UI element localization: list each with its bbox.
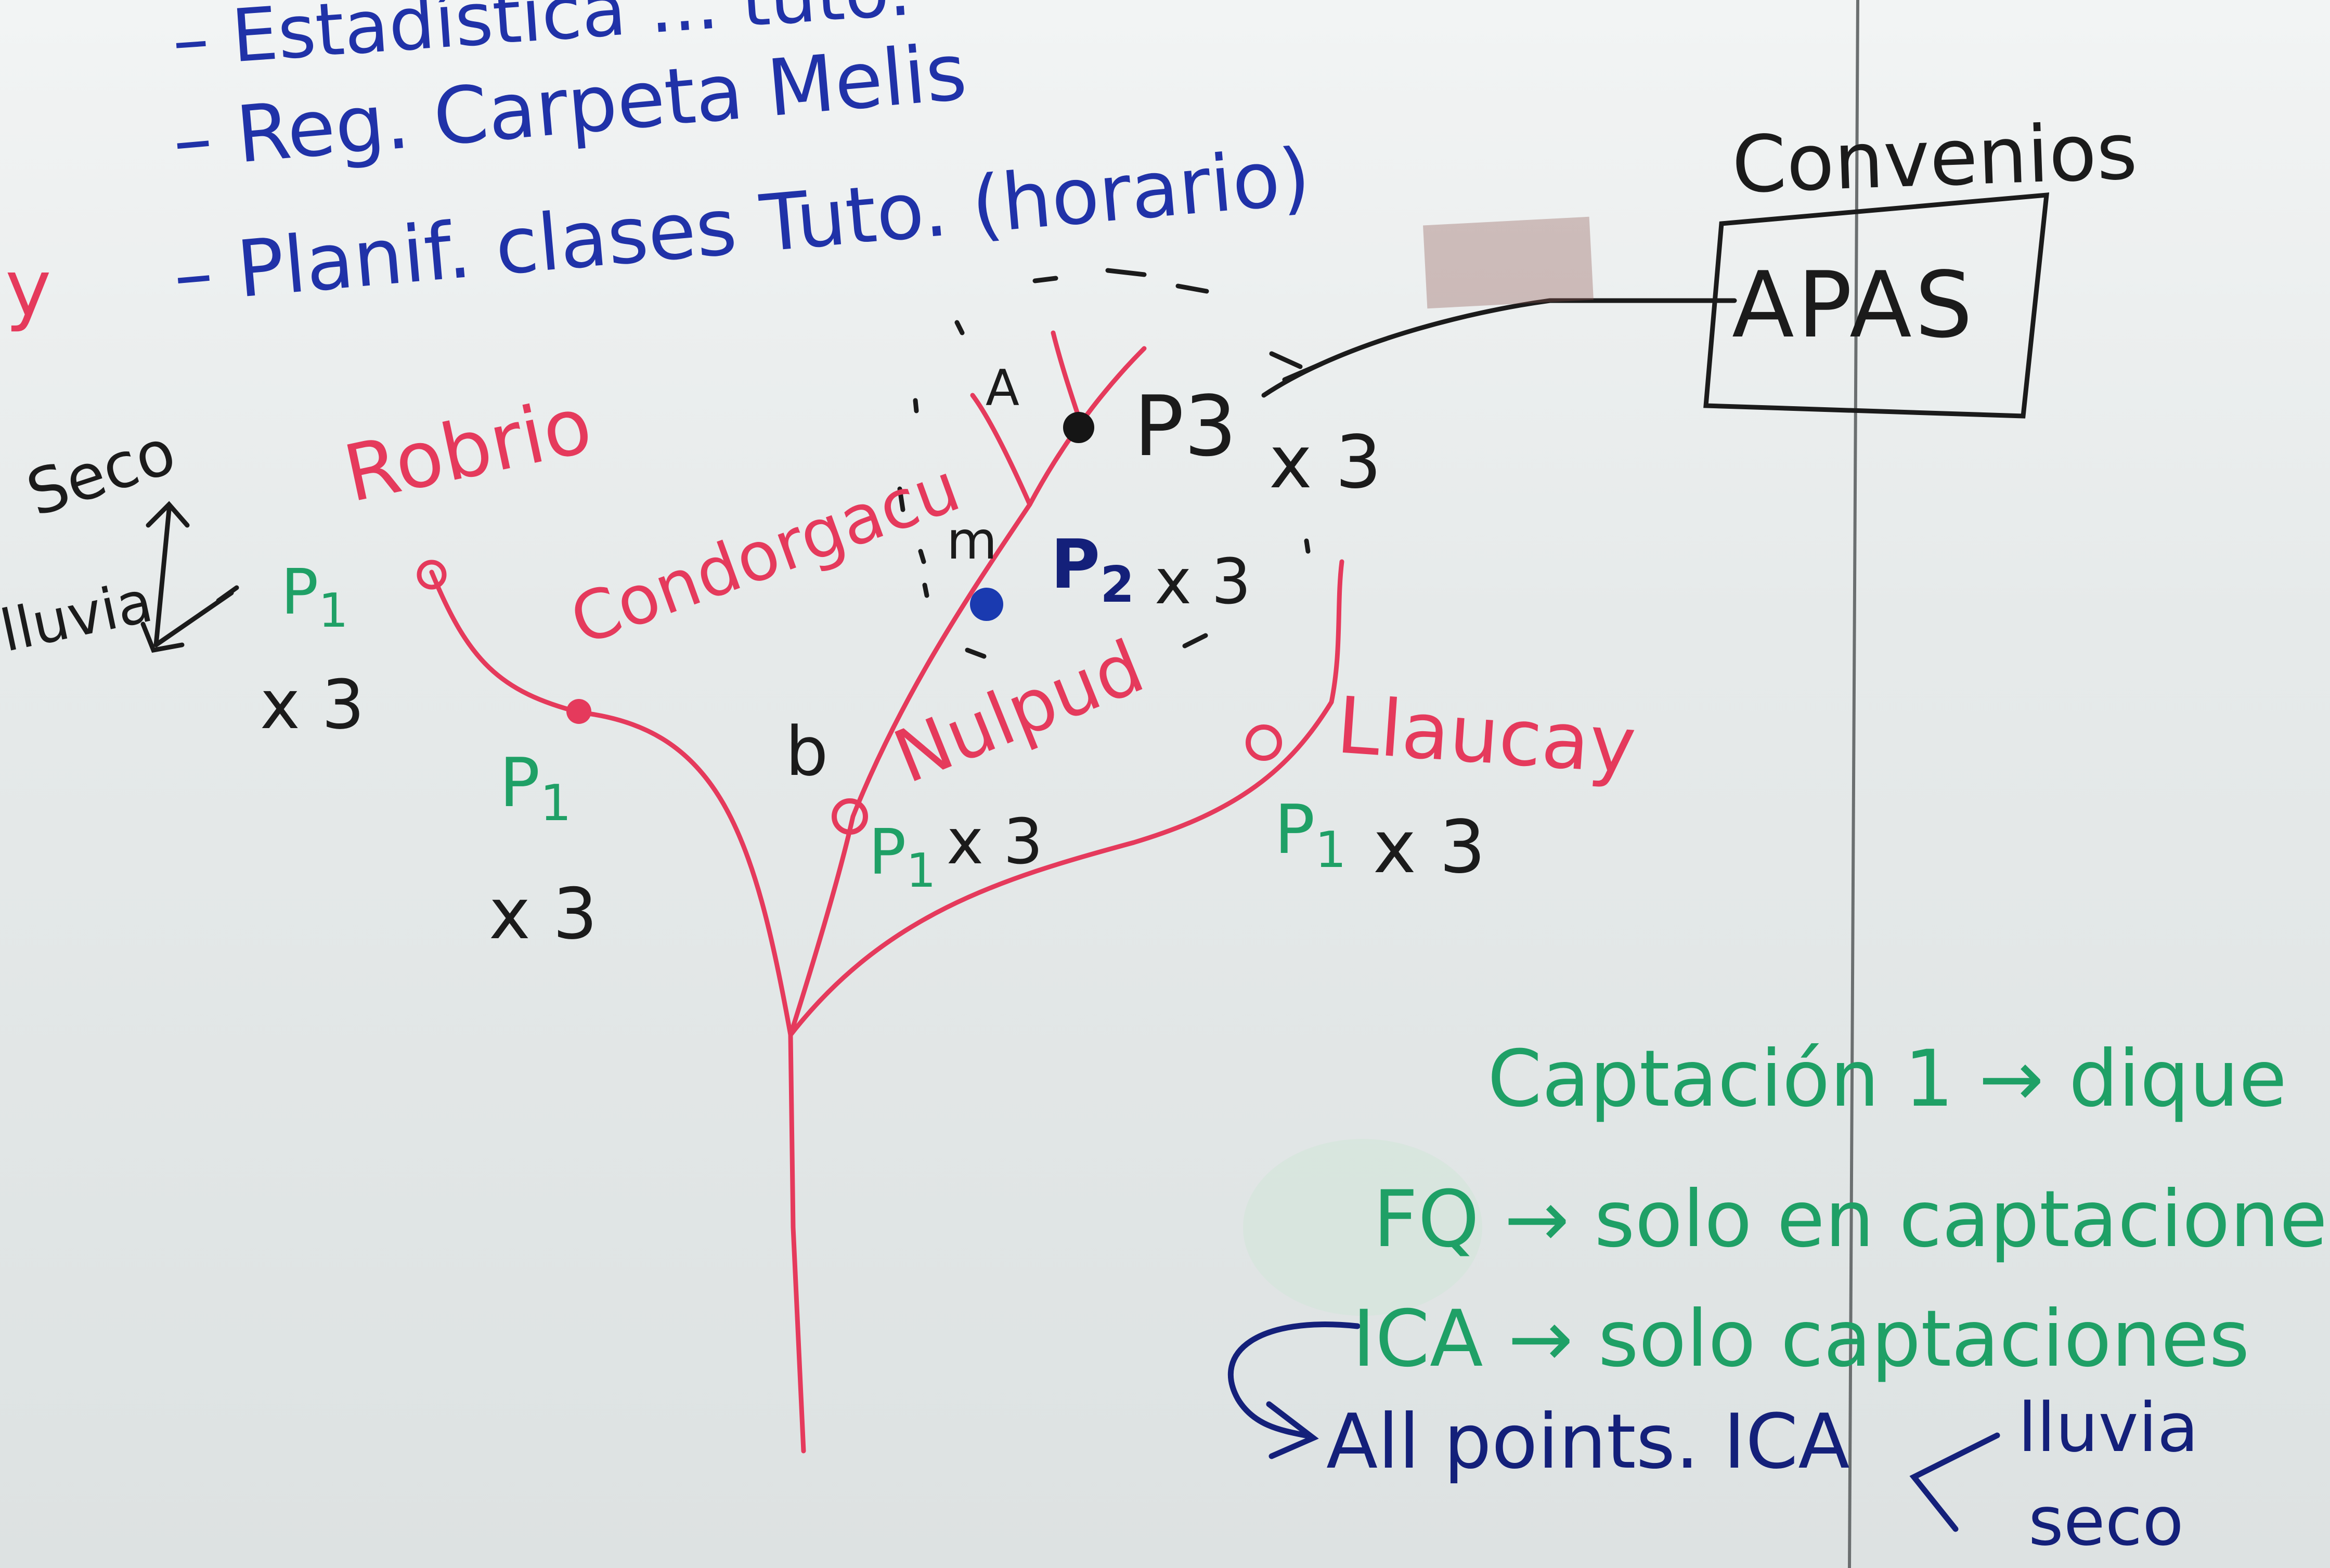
branch-a-left (970, 393, 1032, 507)
point-label-p3: P3 (1134, 378, 1237, 475)
branch-llaucay (788, 559, 1344, 1038)
todo-bullet: – (170, 227, 217, 321)
point-p3 (1063, 412, 1094, 443)
note-line-1: Captación 1 → dique (1487, 1034, 2287, 1124)
point-label-nulpud: P1 (869, 817, 936, 898)
point-mult-robrio: x 3 (260, 665, 365, 744)
point-label-condorgacu: P1 (499, 743, 572, 832)
red-margin-mark: y (5, 243, 51, 334)
apas-border (1703, 192, 2050, 419)
apas-connector (1261, 298, 1737, 398)
smudge (1243, 1139, 1482, 1316)
point-label-p2: P2 (1051, 525, 1135, 614)
point-mult-p3: x 3 (1269, 420, 1382, 505)
tape-residue (1423, 216, 1594, 309)
point-nulpud (832, 798, 868, 835)
point-markers (417, 412, 1282, 835)
seco-lluvia-arrow (140, 501, 239, 653)
point-llaucay (1246, 724, 1282, 761)
point-label-llaucay: P1 (1274, 790, 1347, 879)
point-mult-nulpud: x 3 (947, 806, 1043, 878)
note-line-2: FQ → solo en captaciones (1373, 1174, 2330, 1265)
marker-m: m (947, 510, 998, 571)
apas-box (1261, 192, 2050, 419)
note-line-4: All points. ICA (1326, 1398, 1850, 1486)
branch-robrio (429, 569, 793, 1038)
panel-seam (1848, 0, 1859, 1568)
note-line-3: ICA → solo captaciones (1352, 1294, 2250, 1384)
branch-label-llaucay: Llaucay (1334, 680, 1639, 792)
marker-b: b (785, 712, 829, 791)
box-caption: Convenios (1730, 106, 2139, 211)
point-mult-llaucay: x 3 (1373, 805, 1486, 890)
dashed-ellipse (897, 268, 1311, 659)
point-mult-p2: x 3 (1155, 546, 1251, 618)
trunk (788, 1032, 806, 1454)
todo-bullet: – (169, 93, 216, 187)
point-condorgacu (566, 699, 591, 724)
point-label-robrio: P1 (281, 556, 348, 638)
point-p2 (970, 588, 1003, 621)
box-label: APAS (1732, 253, 1976, 358)
note-lluvia: lluvia (2018, 1388, 2199, 1467)
todo-bullet: – (170, 0, 212, 84)
ica-loop-arrow (1227, 1321, 2000, 1532)
point-robrio (417, 560, 447, 590)
point-mult-condorgacu: x 3 (489, 873, 598, 955)
marker-a: A (986, 360, 1019, 417)
note-seco: seco (2028, 1482, 2184, 1561)
